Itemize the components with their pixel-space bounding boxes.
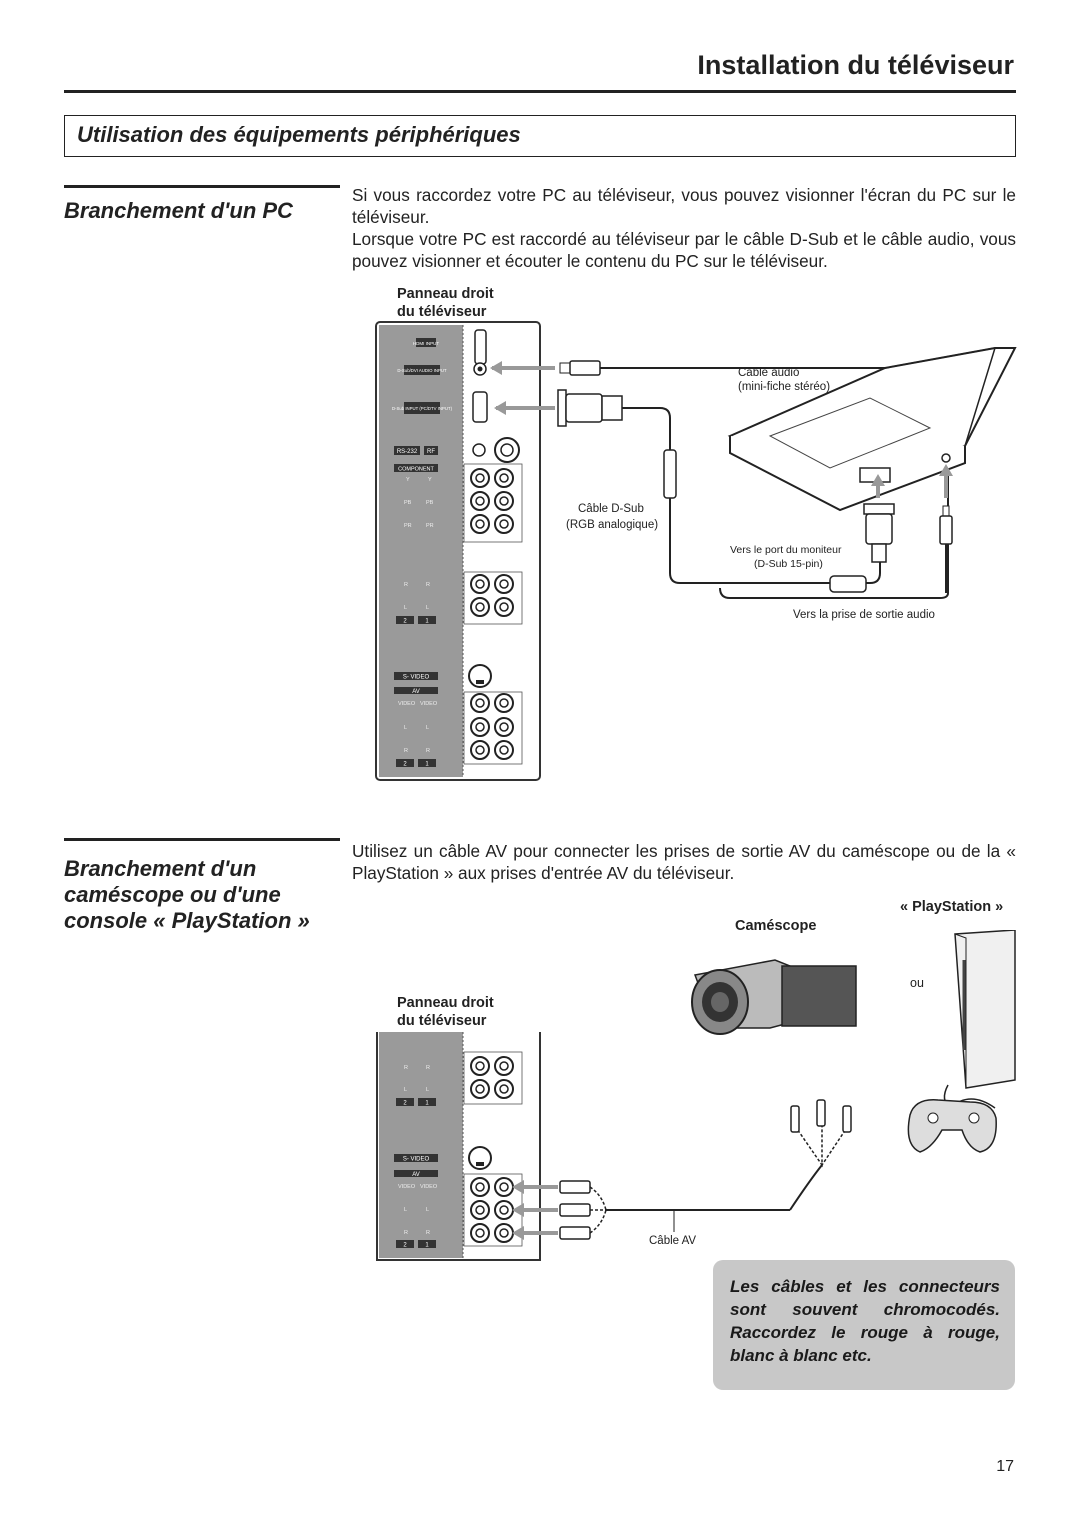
panel-av-r-label-1: R — [426, 748, 430, 754]
laptop-audio-plug — [939, 505, 953, 545]
pc-panel-label-1: Panneau droit — [397, 286, 494, 302]
cam-panel-label-1: Panneau droit — [397, 995, 494, 1011]
dsub-cable-label-1: Câble D-Sub — [578, 503, 644, 515]
monitor-port-label-1: Vers le port du moniteur — [730, 544, 842, 556]
panel-number-2: 2 — [403, 619, 407, 625]
audio-cable-label-2: (mini-fiche stéréo) — [738, 381, 831, 393]
panel2-l-label-1: L — [426, 1087, 429, 1093]
panel2-video-label-2: VIDEO — [398, 1184, 416, 1190]
cam-paragraph-text: Utilisez un câble AV pour connecter les … — [352, 841, 1016, 883]
panel2-r-label-1: R — [426, 1065, 430, 1071]
tv-side-panel: HDMI INPUT D-Sub/DVI AUDIO INPUT D-Sub I… — [375, 321, 541, 781]
panel-av-l-label-1: L — [426, 725, 429, 731]
panel2-av-l-label-2: L — [404, 1207, 407, 1213]
panel-r-label-2: R — [404, 582, 408, 588]
panel-l-label-1: L — [426, 605, 429, 611]
panel2-av-l-label-1: L — [426, 1207, 429, 1213]
pc-connection-diagram: HDMI INPUT D-Sub/DVI AUDIO INPUT D-Sub I… — [375, 321, 1017, 781]
dsub-cable — [557, 389, 881, 593]
panel2-r-label-2: R — [404, 1065, 408, 1071]
cam-panel-label-2: du téléviseur — [397, 1013, 487, 1029]
panel-rf-label: RF — [427, 449, 435, 455]
panel2-number-2: 2 — [403, 1101, 407, 1107]
connection-arrows — [490, 361, 555, 415]
cam-heading-line-3: console « PlayStation » — [64, 908, 310, 933]
dsub-cable-label-2: (RGB analogique) — [566, 519, 659, 531]
panel2-av-number-1: 1 — [425, 1243, 429, 1249]
panel-rs232-label: RS-232 — [397, 449, 418, 455]
panel-y-label-1: Y — [428, 477, 432, 483]
panel-pr-label-2: PR — [404, 523, 412, 529]
panel-hdmi-label: HDMI INPUT — [413, 341, 439, 346]
tv-side-panel-partial: R R L L 2 1 S- VIDEO AV VIDEO VIDEO L L … — [376, 1032, 541, 1261]
panel-av-r-label-2: R — [404, 748, 408, 754]
panel-video-label-1: VIDEO — [420, 701, 438, 707]
panel-l-label-2: L — [404, 605, 407, 611]
av-cable-label: Câble AV — [649, 1235, 697, 1247]
panel2-number-1: 1 — [425, 1101, 429, 1107]
panel-av-l-label-2: L — [404, 725, 407, 731]
page-title: Installation du téléviseur — [697, 50, 1014, 80]
monitor-port-label-2: (D-Sub 15-pin) — [754, 558, 823, 570]
panel-svideo-label: S- VIDEO — [403, 675, 430, 681]
panel-video-label-2: VIDEO — [398, 701, 416, 707]
page-number: 17 — [996, 1458, 1014, 1475]
laptop-icon — [727, 347, 1017, 512]
panel-av-number-1: 1 — [425, 762, 429, 768]
camescope-label: Caméscope — [735, 918, 817, 934]
playstation-label: « PlayStation » — [900, 899, 1004, 915]
monitor-dsub-plug — [863, 503, 895, 563]
audio-out-label: Vers la prise de sortie audio — [793, 609, 935, 621]
title-rule — [64, 90, 1016, 93]
ou-label: ou — [910, 976, 924, 990]
panel-component-label: COMPONENT — [398, 467, 434, 473]
cam-paragraph: Utilisez un câble AV pour connecter les … — [352, 840, 1016, 884]
pc-heading: Branchement d'un PC — [64, 198, 293, 223]
cam-heading-line-1: Branchement d'un — [64, 856, 257, 881]
panel2-av-number-2: 2 — [403, 1243, 407, 1249]
panel2-av-r-label-1: R — [426, 1230, 430, 1236]
pc-paragraph-1: Si vous raccordez votre PC au téléviseur… — [352, 185, 1016, 227]
panel-pb-label-2: PB — [404, 500, 412, 506]
pc-panel-label-2: du téléviseur — [397, 304, 487, 320]
playstation-icon — [907, 930, 1016, 1153]
panel2-svideo-label: S- VIDEO — [403, 1157, 430, 1163]
panel2-av-r-label-2: R — [404, 1230, 408, 1236]
panel-number-1: 1 — [425, 619, 429, 625]
cam-heading-rule — [64, 838, 340, 841]
cam-heading-line-2: caméscope ou d'une — [64, 882, 281, 907]
pc-paragraph: Si vous raccordez votre PC au téléviseur… — [352, 184, 1016, 272]
panel2-video-label-1: VIDEO — [420, 1184, 438, 1190]
section-title: Utilisation des équipements périphérique… — [77, 122, 521, 147]
panel2-l-label-2: L — [404, 1087, 407, 1093]
panel-pr-label-1: PR — [426, 523, 434, 529]
panel-y-label-2: Y — [406, 477, 410, 483]
panel2-av-label: AV — [412, 1172, 420, 1178]
panel-dsub-audio-label: D-Sub/DVI AUDIO INPUT — [397, 368, 447, 373]
cam-heading: Branchement d'un caméscope ou d'une cons… — [64, 856, 310, 934]
camcorder-icon — [691, 959, 857, 1035]
pc-paragraph-2: Lorsque votre PC est raccordé au télévis… — [352, 229, 1016, 271]
section-title-box — [64, 115, 1016, 157]
panel-av-label: AV — [412, 689, 420, 695]
panel-dsub-input-label: D-Sub INPUT (PC/DTV INPUT) — [392, 406, 453, 411]
panel-pb-label-1: PB — [426, 500, 434, 506]
audio-cable-label-1: Câble audio — [738, 367, 800, 379]
pc-heading-rule — [64, 185, 340, 188]
av-cable — [512, 1099, 852, 1240]
color-note-text: Les câbles et les connecteurs sont souve… — [730, 1277, 1000, 1365]
panel-r-label-1: R — [426, 582, 430, 588]
color-note-box — [713, 1260, 1015, 1390]
av-connection-diagram: R R L L 2 1 S- VIDEO AV VIDEO VIDEO L L … — [376, 930, 1016, 1261]
panel-av-number-2: 2 — [403, 762, 407, 768]
